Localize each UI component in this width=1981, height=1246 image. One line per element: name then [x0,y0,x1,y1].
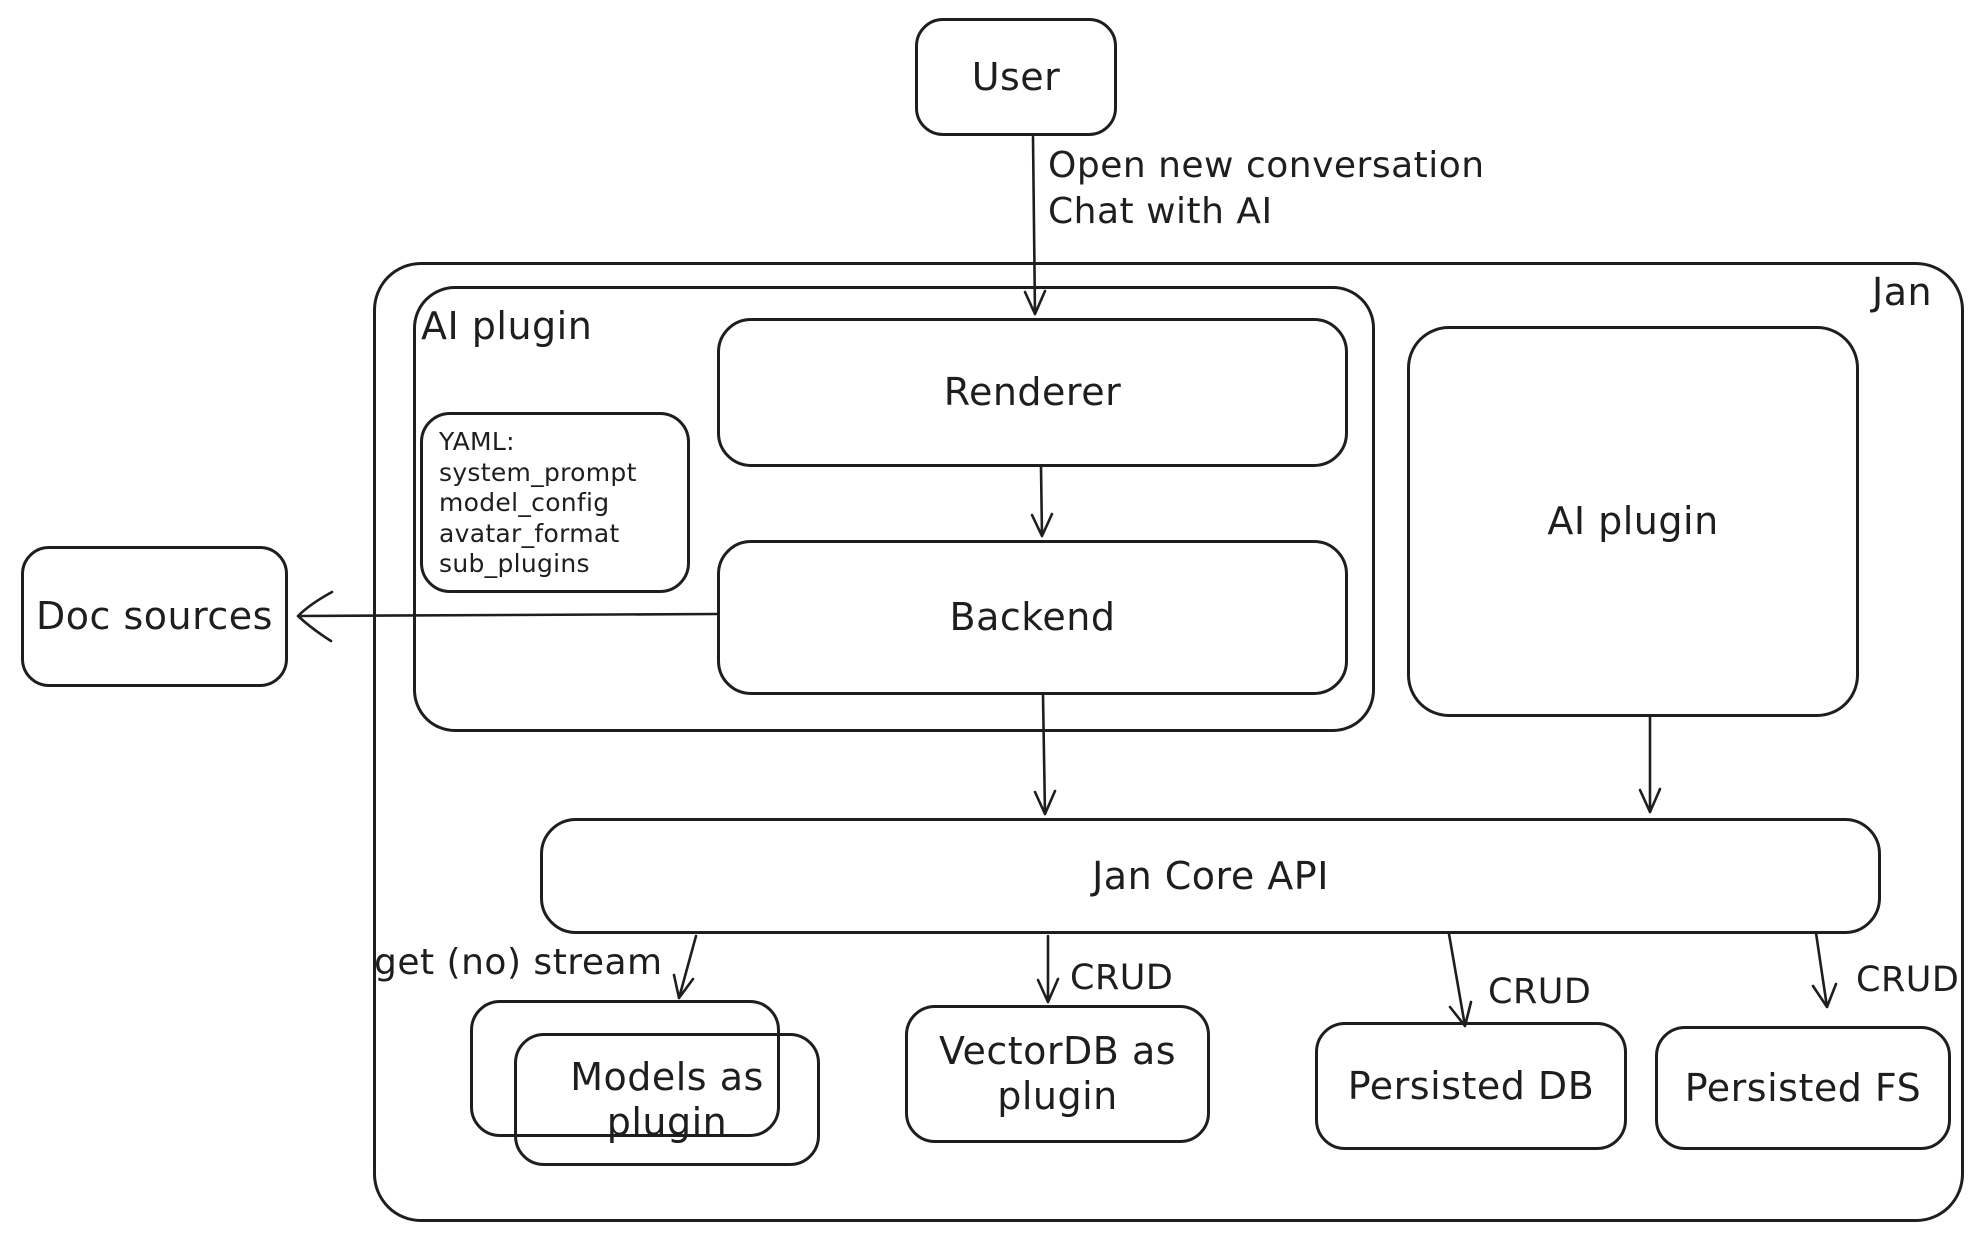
models-node: Models as plugin [514,1033,820,1166]
vectordb-node: VectorDB as plugin [905,1005,1210,1143]
jan-core-api-node-label: Jan Core API [1092,853,1329,898]
persisted-fs-node: Persisted FS [1655,1026,1951,1150]
doc-sources-node: Doc sources [21,546,288,687]
backend-node-label: Backend [949,595,1116,640]
models-node-label: Models as plugin [570,1054,764,1144]
get-stream-edge-label: get (no) stream [374,942,663,983]
jan-core-api-node: Jan Core API [540,818,1881,934]
user-node-label: User [971,54,1061,99]
persisted-db-node-label: Persisted DB [1347,1063,1595,1108]
ai-plugin-node: AI plugin [1407,326,1859,717]
crud-edge-label-vectordb: CRUD [1070,958,1174,998]
models-node-back [470,1000,780,1137]
renderer-node-label: Renderer [943,370,1122,415]
user-flow-edge-label: Open new conversation Chat with AI [1048,145,1485,233]
ai-plugin-container-label: AI plugin [421,304,593,348]
user-node: User [915,18,1117,136]
persisted-db-node: Persisted DB [1315,1022,1627,1150]
yaml-note: YAML: system_prompt model_config avatar_… [420,412,690,593]
crud-edge-label-persisted-fs: CRUD [1856,960,1960,1000]
ai-plugin-container [413,286,1375,732]
jan-container-label: Jan [1872,270,1933,314]
vectordb-node-label: VectorDB as plugin [938,1029,1177,1118]
persisted-fs-node-label: Persisted FS [1684,1065,1922,1110]
crud-edge-label-persisted-db: CRUD [1488,972,1592,1012]
backend-node: Backend [717,540,1348,695]
doc-sources-node-label: Doc sources [36,594,273,639]
renderer-node: Renderer [717,318,1348,467]
jan-container [373,262,1964,1222]
ai-plugin-node-label: AI plugin [1547,499,1719,544]
